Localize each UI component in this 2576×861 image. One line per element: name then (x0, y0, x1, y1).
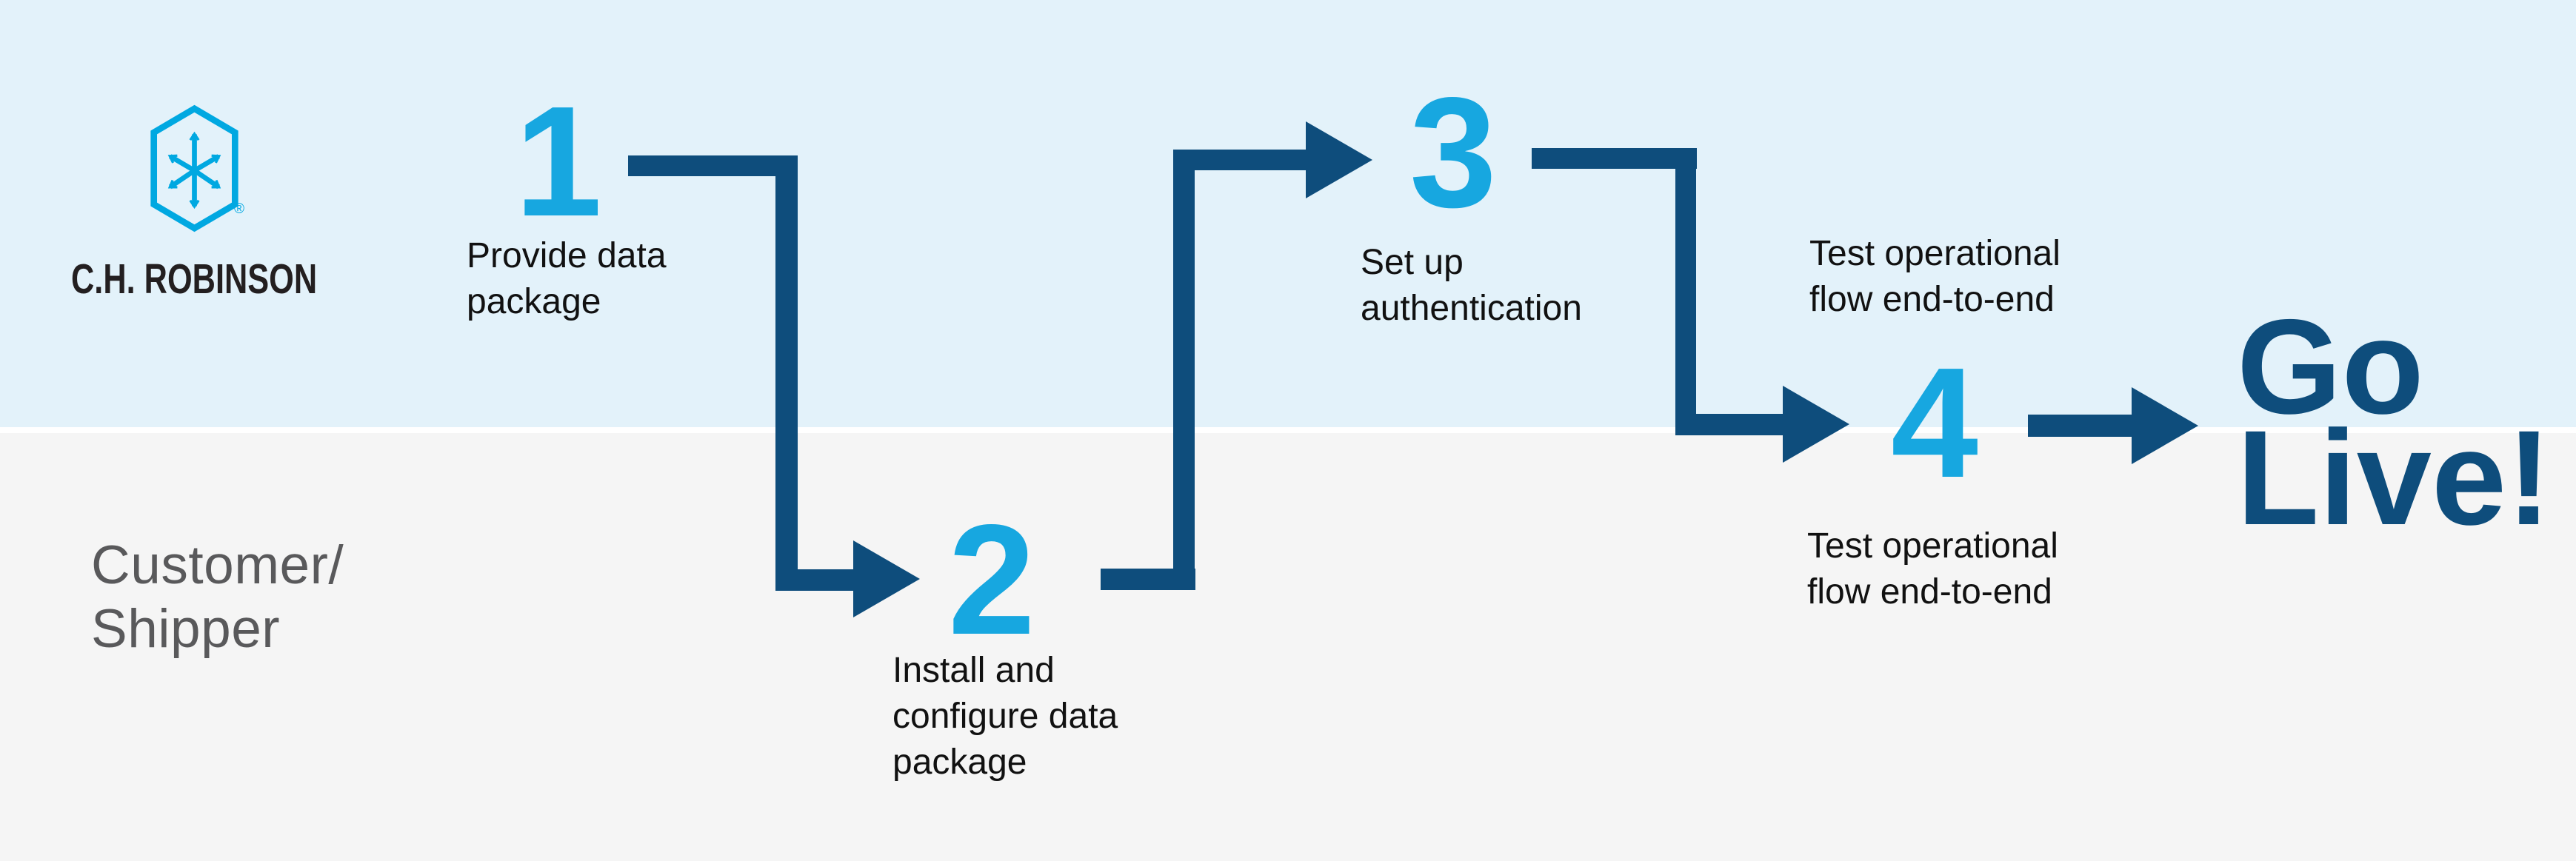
go-live-text: Go Live! (2237, 291, 2552, 553)
lane-divider (0, 427, 2576, 433)
step-4-label-top-line: flow end-to-end (1809, 280, 2055, 319)
step-4-label-top-line: Test operational (1809, 234, 2061, 273)
step-4-label-top: Test operational flow end-to-end (1809, 231, 2061, 323)
arrow-2-3-vertical (1173, 150, 1195, 590)
lane-label-line: Customer/ (91, 535, 344, 595)
step-2-number: 2 (948, 492, 1035, 667)
customer-lane-background (0, 433, 2576, 861)
arrow-4-golive-arrowhead-icon (2132, 387, 2198, 464)
step-3-number: 3 (1409, 64, 1497, 240)
arrow-1-2-vertical (775, 155, 798, 591)
arrow-3-4-vertical (1675, 148, 1696, 435)
step-3-label-line: Set up (1361, 243, 1464, 282)
arrow-3-4-stub (1675, 414, 1783, 435)
step-3-label: Set up authentication (1361, 240, 1582, 332)
step-4-label-bottom-line: flow end-to-end (1807, 572, 2052, 612)
chrobinson-lane-background (0, 0, 2576, 427)
arrow-3-4-arrowhead-icon (1783, 386, 1849, 463)
customer-shipper-label: Customer/ Shipper (91, 534, 344, 661)
step-2-label-line: package (892, 743, 1027, 782)
step-2-label-line: configure data (892, 697, 1118, 736)
step-2-label: Install and configure data package (892, 648, 1118, 785)
step-4-label-bottom-line: Test operational (1807, 526, 2058, 566)
arrow-1-2-horizontal (628, 155, 798, 176)
arrow-2-3-arrowhead-icon (1306, 121, 1372, 198)
step-3-label-line: authentication (1361, 289, 1582, 328)
go-live-line: Live! (2237, 402, 2552, 553)
step-4-label-bottom: Test operational flow end-to-end (1807, 523, 2058, 615)
lane-label-line: Shipper (91, 599, 281, 659)
step-1-label: Provide data package (467, 233, 667, 325)
arrow-1-2-stub (775, 569, 854, 591)
arrow-1-2-arrowhead-icon (853, 540, 920, 617)
arrow-4-golive-horizontal (2028, 415, 2151, 437)
chrobinson-hexagon-icon (150, 104, 238, 232)
registered-trademark-symbol: ® (234, 201, 244, 217)
step-1-label-line: package (467, 282, 601, 321)
step-1-label-line: Provide data (467, 236, 667, 275)
step-2-label-line: Install and (892, 651, 1055, 690)
go-live-line: Go (2237, 291, 2424, 442)
arrow-3-4-horizontal (1532, 148, 1697, 169)
step-4-number: 4 (1891, 335, 1978, 510)
chrobinson-wordmark: C.H. ROBINSON (71, 255, 318, 303)
step-1-number: 1 (515, 73, 602, 249)
arrow-2-3-stub (1173, 150, 1307, 170)
